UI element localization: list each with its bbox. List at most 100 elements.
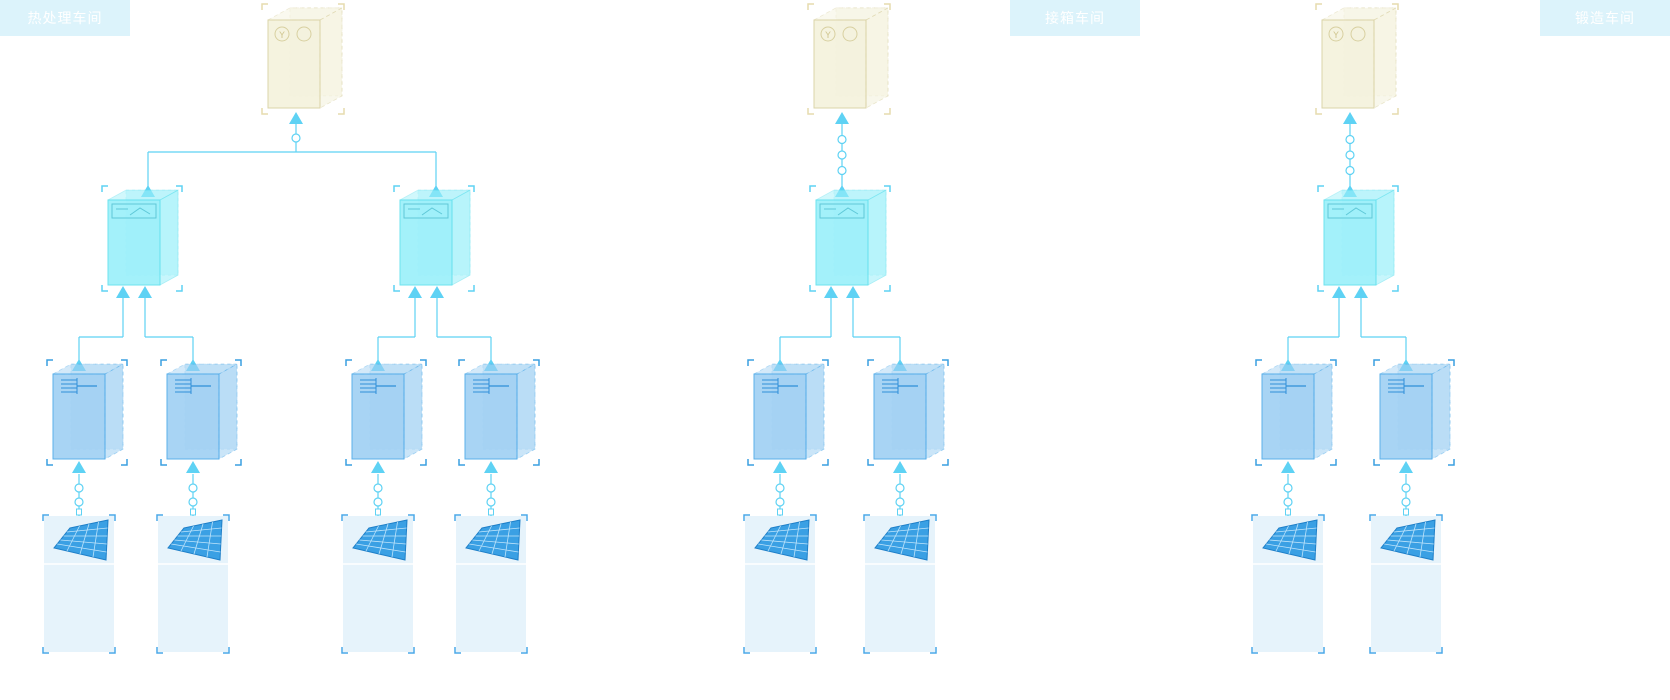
workshop-label-forging: 锻造车间 [1540, 0, 1670, 36]
workshop-label-junction: 接箱车间 [1010, 0, 1140, 36]
forging-meter-cabinet: Y [1315, 3, 1399, 115]
connector-terminal [488, 508, 494, 516]
connector-terminal [1285, 508, 1291, 516]
connector-node [837, 134, 847, 145]
connector-node [1345, 134, 1355, 145]
arrow-up-icon [186, 359, 200, 371]
connector-node [373, 497, 383, 507]
connector-node [837, 165, 847, 176]
connector-node [1283, 497, 1293, 507]
solar-panel-icon [1380, 519, 1436, 561]
arrow-up-icon [116, 286, 130, 298]
connector-node [373, 483, 383, 493]
connector-terminal [1403, 508, 1409, 516]
arrow-up-icon [430, 286, 444, 298]
arrow-up-icon [1281, 461, 1295, 473]
solar-panel-icon [352, 519, 408, 561]
heat-treatment-group2-combiner [393, 185, 475, 292]
arrow-up-icon [846, 286, 860, 298]
arrow-up-icon [138, 286, 152, 298]
arrow-up-icon [1399, 359, 1413, 371]
heat-treatment-group2-col1-panel [341, 514, 415, 654]
connector-node [837, 150, 847, 160]
junction-group1-col2-panel [863, 514, 937, 654]
arrow-up-icon [72, 359, 86, 371]
forging-group1-col1-panel [1251, 514, 1325, 654]
arrow-up-icon [773, 461, 787, 473]
connector-node [486, 483, 496, 493]
connector-terminal [190, 508, 196, 516]
svg-text:Y: Y [278, 31, 285, 41]
arrow-up-icon [484, 359, 498, 371]
connector-terminal [76, 508, 82, 516]
junction-group1-col2-inverter [867, 359, 949, 466]
junction-group1-col1-panel [743, 514, 817, 654]
heat-treatment-group1-col1-panel [42, 514, 116, 654]
workshop-label-heat-treatment: 热处理车间 [0, 0, 130, 36]
solar-panel-icon [874, 519, 930, 561]
junction-group1-combiner [809, 185, 891, 292]
connector-terminal [897, 508, 903, 516]
heat-treatment-group2-col2-inverter [458, 359, 540, 466]
connector-node [1345, 150, 1355, 160]
connector-node [1283, 483, 1293, 493]
arrow-up-icon [835, 185, 849, 197]
arrow-up-icon [484, 461, 498, 473]
connector-node [486, 497, 496, 507]
connector-terminal [777, 508, 783, 516]
arrow-up-icon [141, 185, 155, 197]
arrow-up-icon [408, 286, 422, 298]
connector-terminal [375, 508, 381, 516]
arrow-up-icon [289, 112, 303, 124]
junction-meter-cabinet: Y [807, 3, 891, 115]
connector-node [74, 497, 84, 507]
heat-treatment-group2-col2-panel [454, 514, 528, 654]
arrow-up-icon [1332, 286, 1346, 298]
connector-node [895, 483, 905, 493]
arrow-up-icon [371, 359, 385, 371]
connector-node [775, 497, 785, 507]
solar-panel-icon [53, 519, 109, 561]
connector-node [188, 497, 198, 507]
connector-node [775, 483, 785, 493]
connector-node [1345, 165, 1355, 176]
heat-treatment-group1-col2-panel [156, 514, 230, 654]
heat-treatment-group1-combiner [101, 185, 183, 292]
forging-group1-combiner [1317, 185, 1399, 292]
connector-node [74, 483, 84, 493]
arrow-up-icon [429, 185, 443, 197]
arrow-up-icon [773, 359, 787, 371]
arrow-up-icon [893, 461, 907, 473]
arrow-up-icon [1343, 185, 1357, 197]
connector-node [895, 497, 905, 507]
forging-group1-col1-inverter [1255, 359, 1337, 466]
forging-group1-col2-inverter [1373, 359, 1455, 466]
heat-treatment-meter-cabinet: Y [261, 3, 345, 115]
solar-panel-icon [167, 519, 223, 561]
arrow-up-icon [72, 461, 86, 473]
arrow-up-icon [1281, 359, 1295, 371]
arrow-up-icon [186, 461, 200, 473]
arrow-up-icon [1343, 112, 1357, 124]
heat-treatment-group1-col1-inverter [46, 359, 128, 466]
solar-panel-icon [754, 519, 810, 561]
solar-panel-icon [465, 519, 521, 561]
heat-treatment-group2-col1-inverter [345, 359, 427, 466]
connector-node [188, 483, 198, 493]
junction-group1-col1-inverter [747, 359, 829, 466]
connector-node [1401, 483, 1411, 493]
arrow-up-icon [371, 461, 385, 473]
arrow-up-icon [1399, 461, 1413, 473]
connector-node [1401, 497, 1411, 507]
arrow-up-icon [1354, 286, 1368, 298]
forging-group1-col2-panel [1369, 514, 1443, 654]
svg-text:Y: Y [824, 31, 831, 41]
arrow-up-icon [893, 359, 907, 371]
arrow-up-icon [835, 112, 849, 124]
svg-text:Y: Y [1332, 31, 1339, 41]
solar-panel-icon [1262, 519, 1318, 561]
connector-node [291, 133, 301, 143]
arrow-up-icon [824, 286, 838, 298]
heat-treatment-group1-col2-inverter [160, 359, 242, 466]
